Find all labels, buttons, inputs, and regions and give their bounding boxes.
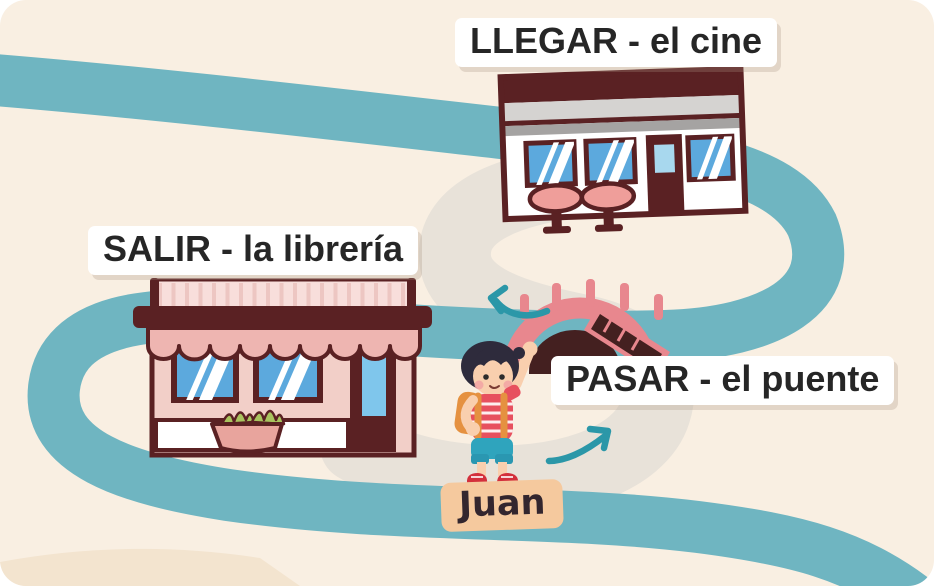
sand-blob bbox=[0, 548, 300, 586]
cinema-door bbox=[645, 133, 685, 215]
cinema-window bbox=[685, 133, 736, 183]
character-name-tag: Juan bbox=[440, 478, 565, 533]
cinema-window bbox=[583, 137, 638, 186]
cinema-building bbox=[497, 65, 749, 234]
curved-arrow-up-right-icon bbox=[545, 425, 612, 465]
planter-box bbox=[210, 409, 286, 454]
bookstore-building bbox=[133, 278, 432, 458]
awning bbox=[146, 326, 422, 362]
label-salir-la-libreria: SALIR - la librería bbox=[88, 226, 419, 276]
label-pasar-el-puente: PASAR - el puente bbox=[551, 356, 895, 406]
cafe-table bbox=[579, 181, 637, 232]
bookstore-door bbox=[350, 340, 396, 452]
label-llegar-el-cine: LLEGAR - el cine bbox=[455, 18, 778, 68]
curved-arrow-up-left-icon bbox=[487, 284, 551, 319]
